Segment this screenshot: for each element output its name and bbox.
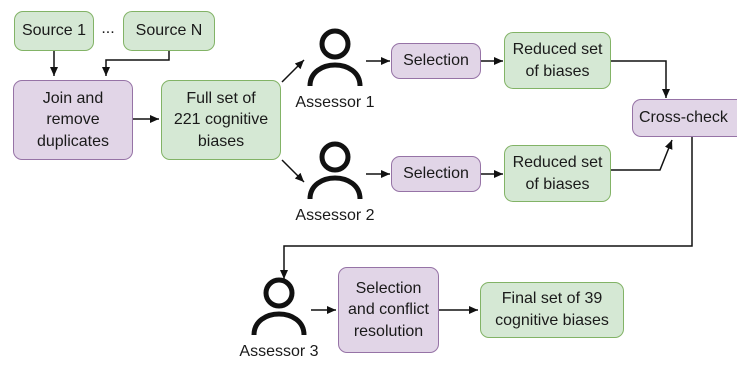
- full-set-box: Full set of 221 cognitive biases: [161, 80, 281, 160]
- ellipsis-text: ...: [101, 20, 115, 37]
- assessor-3-person-icon: [251, 277, 307, 336]
- selection-1-box: Selection: [391, 43, 481, 79]
- selection-conflict-resolution-label: Selection and conflict resolution: [348, 279, 429, 340]
- arrow-reduced2-to-crosscheck: [611, 139, 673, 171]
- source-n-label: Source N: [135, 22, 203, 40]
- arrow-fullset-to-assessor1: [281, 59, 305, 83]
- selection-2-box: Selection: [391, 156, 481, 192]
- arrow-fullset-to-assessor2: [281, 159, 305, 183]
- assessor-1-label: Assessor 1: [295, 94, 375, 111]
- selection-conflict-resolution-box: Selection and conflict resolution: [338, 267, 439, 353]
- assessor-2-label: Assessor 2: [295, 207, 375, 224]
- source-1-box: Source 1: [14, 11, 94, 51]
- final-set-label: Final set of 39 cognitive biases: [495, 290, 609, 329]
- final-set-box: Final set of 39 cognitive biases: [480, 282, 624, 338]
- join-duplicates-label: Join and remove duplicates: [36, 89, 110, 150]
- reduced-set-1-label: Reduced set of biases: [512, 40, 603, 80]
- arrow-reduced1-to-crosscheck: [611, 60, 670, 98]
- cross-check-label: Cross-check: [639, 109, 728, 127]
- selection-2-label: Selection: [403, 165, 469, 183]
- full-set-label: Full set of 221 cognitive biases: [173, 89, 269, 150]
- join-duplicates-box: Join and remove duplicates: [13, 80, 133, 160]
- arrow-crosscheck-to-assessor3: [280, 137, 693, 279]
- assessor-2-person-icon: [307, 141, 363, 200]
- assessor-3-label: Assessor 3: [239, 343, 319, 360]
- reduced-set-2-box: Reduced set of biases: [504, 145, 611, 202]
- source-n-box: Source N: [123, 11, 215, 51]
- reduced-set-2-label: Reduced set of biases: [512, 153, 603, 193]
- cross-check-box: Cross-check: [632, 99, 737, 137]
- source-1-label: Source 1: [21, 22, 87, 40]
- selection-1-label: Selection: [403, 52, 469, 70]
- arrow-sourcen-to-join: [102, 51, 170, 76]
- assessor-1-person-icon: [307, 28, 363, 87]
- reduced-set-1-box: Reduced set of biases: [504, 32, 611, 89]
